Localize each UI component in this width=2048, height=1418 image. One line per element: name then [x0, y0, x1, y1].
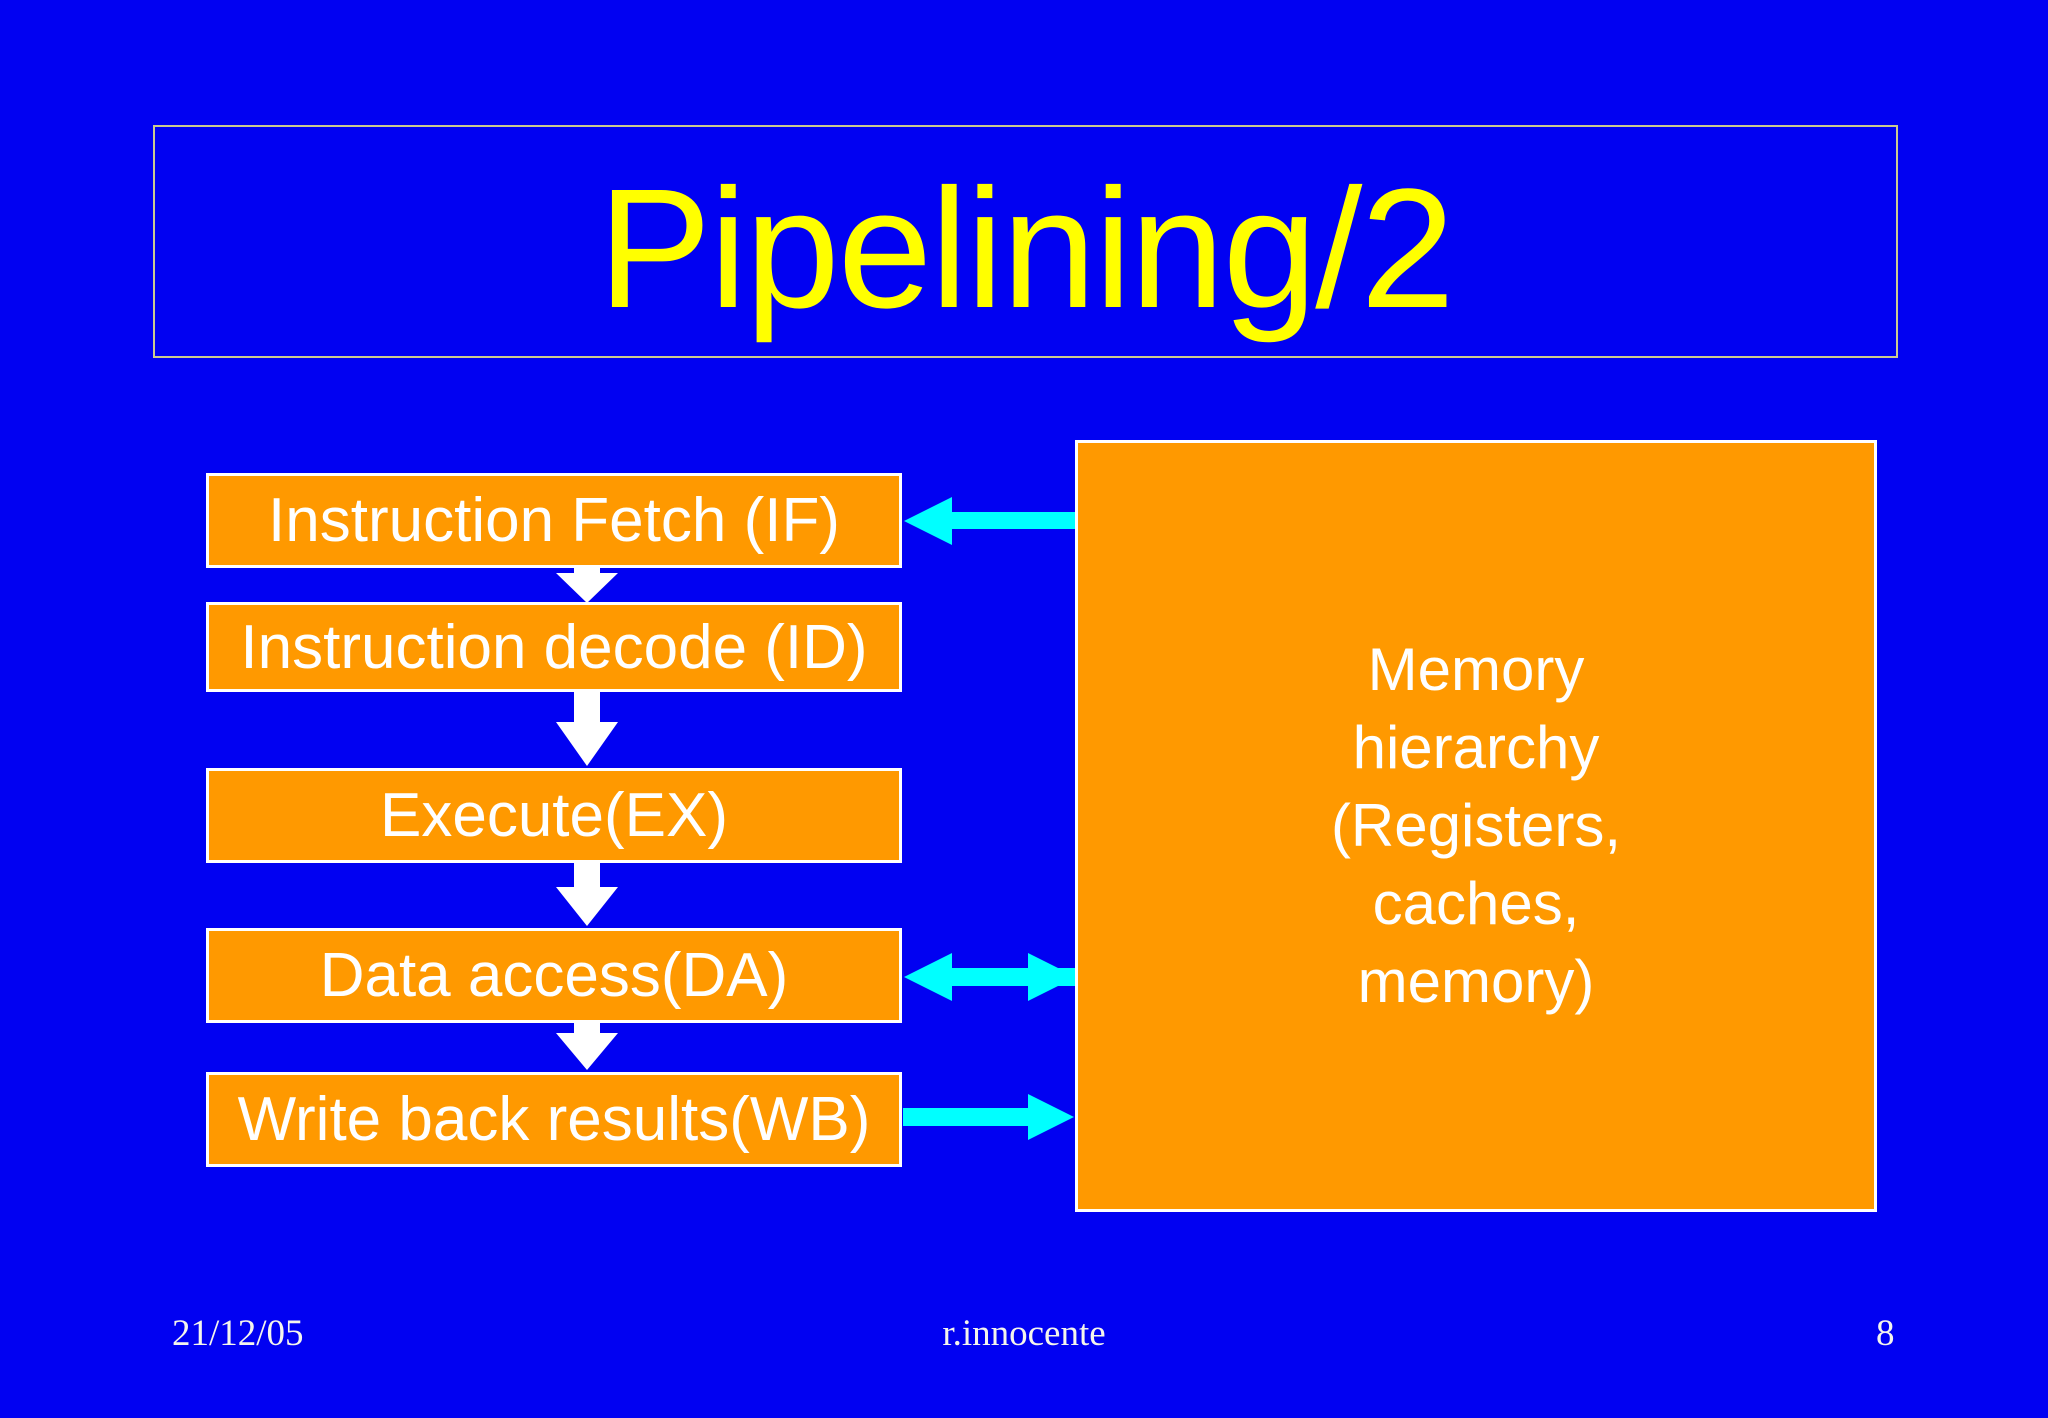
- arrow-wb-to-memory-shaft: [903, 1108, 1031, 1126]
- flow-arrow-ex-to-da-shaft: [574, 863, 600, 889]
- stage-box-instruction-fetch: Instruction Fetch (IF): [206, 473, 902, 568]
- flow-arrow-if-to-id-shaft: [574, 567, 600, 576]
- stage-box-instruction-decode: Instruction decode (ID): [206, 602, 902, 692]
- memory-line: memory): [1357, 948, 1595, 1015]
- stage-label: Instruction Fetch (IF): [268, 486, 840, 555]
- memory-line: Memory: [1367, 636, 1585, 703]
- stage-label: Data access(DA): [319, 941, 789, 1010]
- footer-author: r.innocente: [942, 1313, 1106, 1354]
- arrow-memory-to-if-shaft: [950, 512, 1076, 529]
- arrow-wb-to-memory-head: [1028, 1094, 1074, 1140]
- footer-date: 21/12/05: [172, 1313, 304, 1354]
- stage-box-data-access: Data access(DA): [206, 928, 902, 1023]
- stage-box-write-back: Write back results(WB): [206, 1072, 902, 1167]
- stage-label: Write back results(WB): [237, 1085, 871, 1154]
- slide-title: Pipelining/2: [598, 153, 1455, 344]
- stage-label: Execute(EX): [379, 781, 729, 850]
- flow-arrow-ex-to-da-head: [556, 887, 618, 926]
- memory-line: caches,: [1372, 870, 1580, 937]
- arrow-da-memory-bidirectional-right-head: [1028, 953, 1076, 1001]
- flow-arrow-id-to-ex-head: [556, 722, 618, 766]
- memory-line: (Registers,: [1330, 792, 1622, 859]
- memory-hierarchy-box: Memory hierarchy (Registers, caches, mem…: [1075, 440, 1877, 1212]
- flow-arrow-if-to-id-head: [556, 573, 618, 603]
- arrow-da-memory-bidirectional-left-head: [904, 953, 952, 1001]
- stage-box-execute: Execute(EX): [206, 768, 902, 863]
- arrow-memory-to-if-head: [904, 497, 952, 545]
- memory-line: hierarchy: [1352, 714, 1600, 781]
- flow-arrow-da-to-wb-shaft: [574, 1023, 600, 1035]
- footer-page-number: 8: [1876, 1313, 1895, 1354]
- flow-arrow-da-to-wb-head: [556, 1033, 618, 1070]
- stage-label: Instruction decode (ID): [240, 612, 868, 682]
- title-box: Pipelining/2: [153, 125, 1898, 358]
- flow-arrow-id-to-ex-shaft: [574, 692, 600, 724]
